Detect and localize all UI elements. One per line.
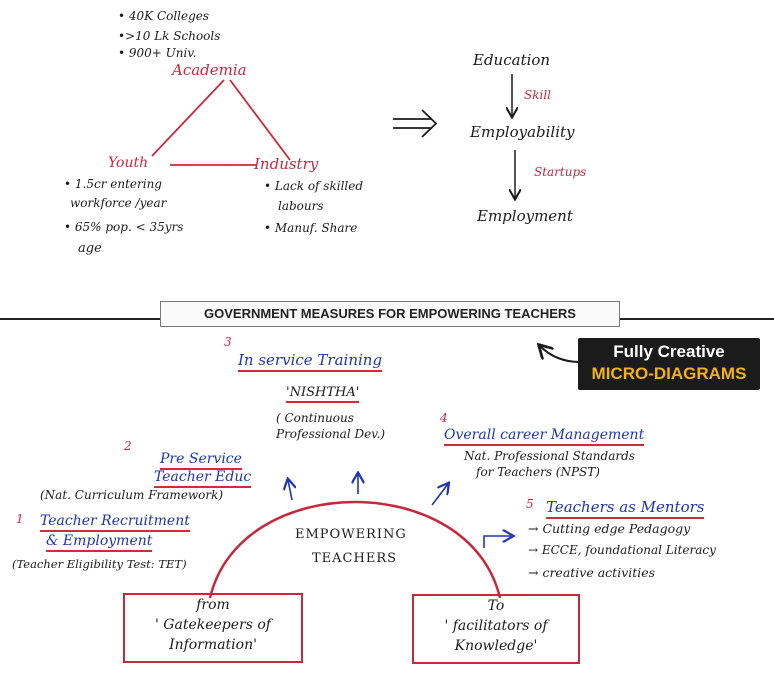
career-management-title: Overall career Management (444, 427, 645, 447)
academia-label: Academia (172, 61, 247, 79)
creative-badge: Fully Creative MICRO-DIAGRAMS (578, 338, 760, 390)
to-box-line-2: ' facilitators of (444, 618, 548, 634)
industry-label: Industry (254, 155, 319, 173)
career-note-2: for Teachers (NPST) (476, 465, 600, 479)
center-title-2: TEACHERS (312, 551, 398, 566)
from-box-line-2: ' Gatekeepers of (155, 617, 271, 633)
in-service-note-2: Professional Dev.) (276, 427, 386, 441)
item-2-number: 2 (124, 439, 132, 453)
recruitment-title-1: Teacher Recruitment (40, 513, 190, 533)
employability-label: Employability (470, 123, 575, 141)
youth-label: Youth (108, 155, 149, 171)
from-box: from ' Gatekeepers of Information' (123, 593, 303, 663)
empowering-arc (208, 500, 502, 599)
schools-stat: •>10 Lk Schools (118, 29, 221, 43)
triangle-right-side (229, 79, 291, 161)
badge-line-1: Fully Creative (613, 342, 725, 361)
education-label: Education (473, 51, 551, 69)
center-title-1: EMPOWERING (295, 527, 407, 542)
recruitment-note: (Teacher Eligibility Test: TET) (12, 557, 187, 571)
youth-point-3: • 65% pop. < 35yrs (64, 220, 184, 234)
item-4-number: 4 (440, 411, 448, 425)
startups-label: Startups (534, 165, 587, 179)
triangle-left-side (151, 79, 225, 157)
in-service-title: In service Training (238, 352, 383, 372)
to-box: To ' facilitators of Knowledge' (412, 594, 580, 664)
youth-point-1: • 1.5cr entering (64, 177, 162, 191)
to-box-line-1: To (487, 598, 505, 614)
in-service-note-1: ( Continuous (276, 411, 354, 425)
item-5-number: 5 (526, 497, 534, 511)
from-box-line-1: from (196, 597, 230, 613)
arrow-to-career (431, 484, 448, 506)
mentors-point-2: → ECCE, foundational Literacy (528, 543, 716, 557)
industry-point-1: • Lack of skilled (264, 179, 364, 193)
colleges-stat: • 40K Colleges (118, 9, 210, 23)
recruitment-title-2: & Employment (46, 533, 153, 553)
pre-service-title-1: Pre Service (160, 451, 242, 471)
industry-point-2: labours (278, 199, 324, 213)
mentors-point-3: → creative activities (528, 565, 656, 580)
pre-service-title-2: Teacher Educ (154, 469, 252, 489)
industry-point-3: • Manuf. Share (264, 221, 358, 235)
pre-service-note: (Nat. Curriculum Framework) (40, 488, 224, 502)
section-banner: GOVERNMENT MEASURES FOR EMPOWERING TEACH… (160, 301, 620, 327)
employment-label: Employment (477, 207, 573, 225)
mentors-title: Teachers as Mentors (546, 499, 705, 519)
item-3-number: 3 (224, 335, 232, 349)
career-note-1: Nat. Professional Standards (464, 449, 635, 463)
badge-pointer-arrow (540, 346, 581, 363)
item-1-number: 1 (16, 512, 24, 526)
skill-label: Skill (524, 88, 552, 102)
to-box-line-3: Knowledge' (454, 638, 538, 654)
youth-point-4: age (78, 241, 102, 256)
mentors-point-1: → Cutting edge Pedagogy (528, 521, 691, 536)
youth-point-2: workforce /year (70, 196, 167, 210)
arrow-to-mentors (483, 536, 512, 548)
badge-line-2: MICRO-DIAGRAMS (591, 364, 747, 383)
universities-stat: • 900+ Univ. (118, 46, 197, 60)
implies-arrow (393, 109, 438, 138)
nishtha-label: 'NISHTHA' (286, 385, 360, 404)
arrow-to-pre-service (288, 480, 292, 501)
from-box-line-3: Information' (169, 637, 257, 653)
